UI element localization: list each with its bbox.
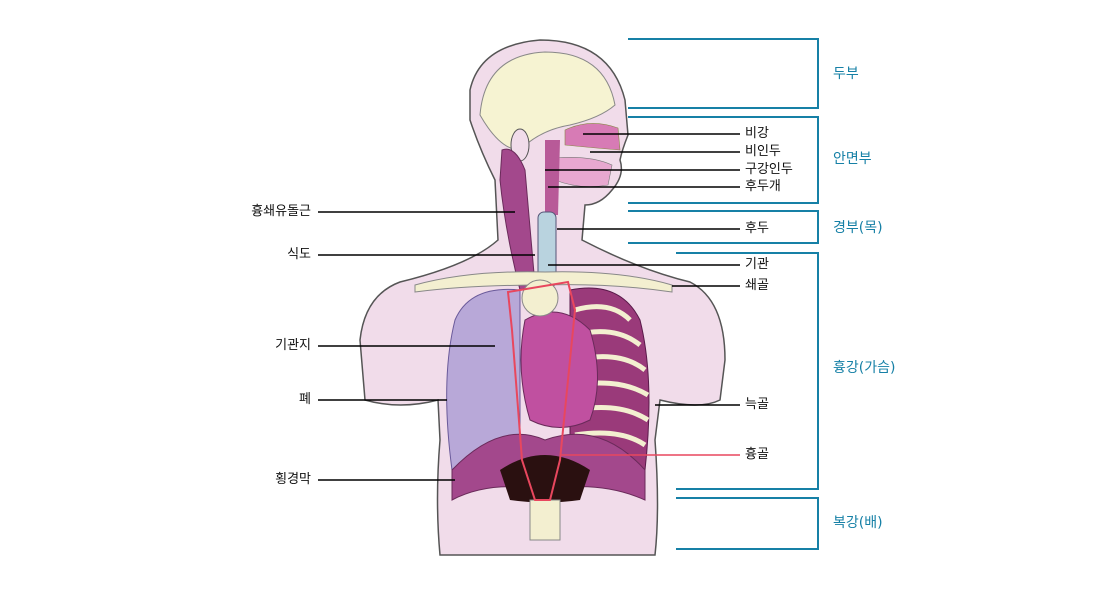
pharynx	[545, 140, 560, 215]
region-label-thorax: 흉강(가슴)	[833, 360, 896, 376]
nasal-cavity	[564, 123, 621, 151]
heart	[520, 311, 598, 428]
right-leader-lines	[545, 133, 740, 406]
bracket-face	[628, 116, 819, 204]
region-label-neck: 경부(목)	[833, 220, 883, 236]
label-epiglottis: 후두개	[745, 179, 781, 194]
label-sternum: 흉골	[745, 447, 769, 462]
label-trachea: 기관	[745, 257, 769, 272]
label-ribs: 늑골	[745, 397, 769, 412]
label-bronchus: 기관지	[275, 338, 311, 353]
left-leader-lines	[318, 211, 535, 481]
sternum-outline	[506, 280, 577, 501]
bracket-thorax	[676, 252, 819, 490]
label-oropharynx: 구강인두	[745, 162, 793, 177]
region-label-face: 안면부	[833, 151, 872, 167]
bracket-abdomen	[676, 497, 819, 550]
label-clavicle: 쇄골	[745, 278, 769, 293]
label-diaphragm: 횡경막	[275, 472, 311, 487]
oral-cavity	[554, 157, 613, 187]
label-nasopharynx: 비인두	[745, 144, 781, 159]
label-lung: 폐	[299, 392, 311, 407]
left-lung	[446, 288, 521, 471]
label-larynx: 후두	[745, 221, 769, 236]
bracket-neck	[628, 210, 819, 244]
abdomen-dark	[500, 455, 590, 503]
label-esophagus: 식도	[287, 247, 311, 262]
label-nasal-cavity: 비강	[745, 126, 769, 141]
region-label-head: 두부	[833, 66, 859, 82]
spine-base	[529, 499, 561, 541]
bracket-head	[628, 38, 819, 109]
region-label-abdomen: 복강(배)	[833, 515, 883, 531]
region-brackets	[628, 38, 819, 550]
label-sternocleidomastoid: 흉쇄유돌근	[251, 204, 311, 219]
